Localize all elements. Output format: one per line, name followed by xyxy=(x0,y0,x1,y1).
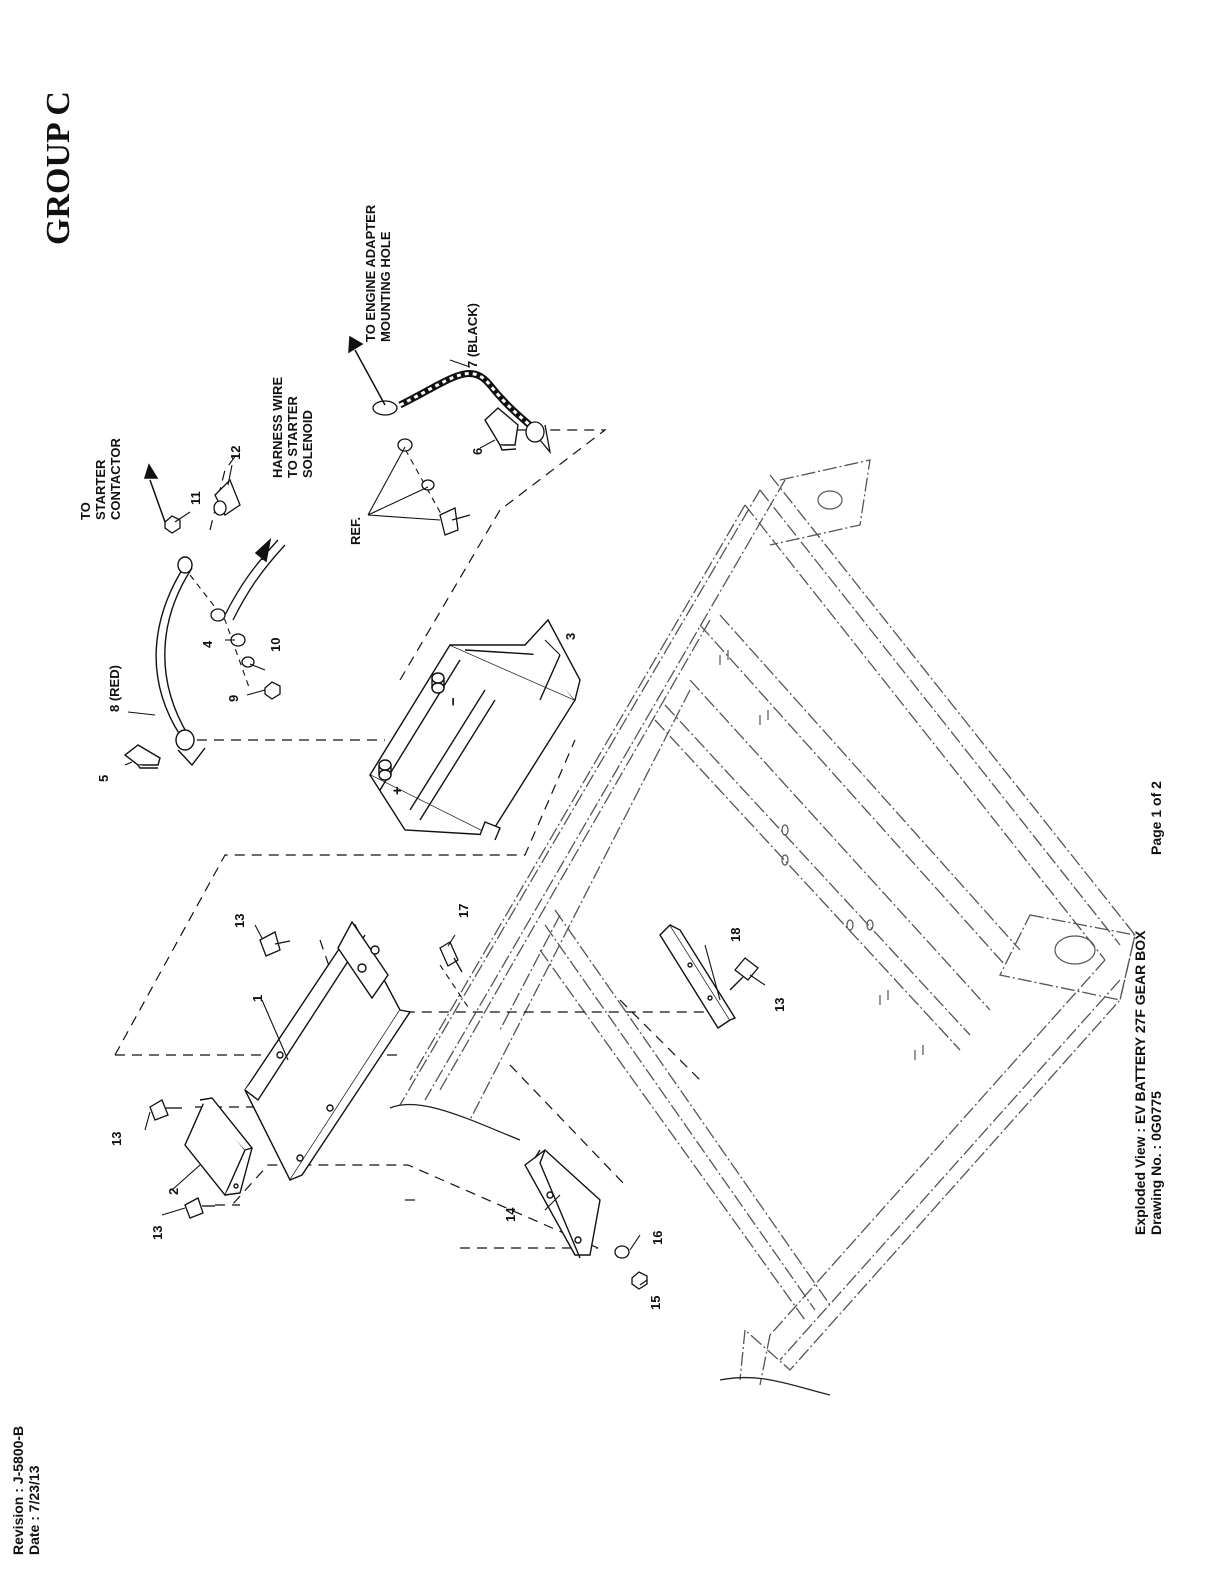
part-number-9: 9 xyxy=(226,695,241,702)
battery xyxy=(370,620,580,840)
part-number-3: 3 xyxy=(563,633,578,640)
side-bracket xyxy=(525,1150,600,1258)
part-number-11: 11 xyxy=(188,491,203,505)
part-number-10: 10 xyxy=(268,638,283,652)
part-number-18: 18 xyxy=(728,928,743,942)
part-number-4: 4 xyxy=(200,641,215,648)
arrow-harness-icon xyxy=(256,540,270,561)
page-number: Page 1 of 2 xyxy=(1148,781,1164,855)
part-number-17: 17 xyxy=(456,904,471,918)
part-number-13-right: 13 xyxy=(772,998,787,1012)
part-number-5: 5 xyxy=(96,775,111,782)
part-number-16: 16 xyxy=(650,1231,665,1245)
harness-wire xyxy=(211,540,285,621)
part-number-14: 14 xyxy=(503,1208,518,1222)
group-title: GROUP C xyxy=(40,91,78,245)
revision-label: Revision : J-5800-B xyxy=(10,1426,26,1555)
part-number-13-left: 13 xyxy=(109,1132,124,1146)
red-cable xyxy=(156,557,205,765)
part-number-6: 6 xyxy=(470,448,485,455)
callout-engine-adapter: TO ENGINE ADAPTER MOUNTING HOLE xyxy=(363,205,393,342)
callout-harness-wire: HARNESS WIRE TO STARTER SOLENOID xyxy=(270,377,315,478)
terminal-cover-red xyxy=(125,745,160,768)
exploded-view-title: Exploded View : EV BATTERY 27F GEAR BOX xyxy=(1132,931,1148,1235)
battery-positive-mark: + xyxy=(390,786,405,795)
arrow-to-starter-icon xyxy=(145,465,157,478)
small-hardware xyxy=(150,439,758,1289)
frame-break-lines xyxy=(390,1104,830,1395)
part-number-15: 15 xyxy=(648,1296,663,1310)
hold-down-clamp xyxy=(185,1098,252,1195)
part-number-12: 12 xyxy=(228,446,243,460)
part-number-2: 2 xyxy=(166,1188,181,1195)
black-cable xyxy=(373,374,550,452)
callout-black-cable: 7 (BLACK) xyxy=(465,303,480,368)
chassis-frame xyxy=(400,460,1135,1385)
callout-red-cable: 8 (RED) xyxy=(107,665,122,712)
battery-negative-mark: − xyxy=(446,697,461,706)
part-number-13-top: 13 xyxy=(232,914,247,928)
drawing-number: Drawing No. : 0G0775 xyxy=(1148,1091,1164,1235)
date-label: Date : 7/23/13 xyxy=(26,1466,42,1556)
part-number-1: 1 xyxy=(250,995,265,1002)
part-number-13-bottom: 13 xyxy=(150,1226,165,1240)
callout-to-starter-contactor: TO STARTER CONTACTOR xyxy=(78,438,123,520)
callout-ref: REF. xyxy=(348,517,363,545)
